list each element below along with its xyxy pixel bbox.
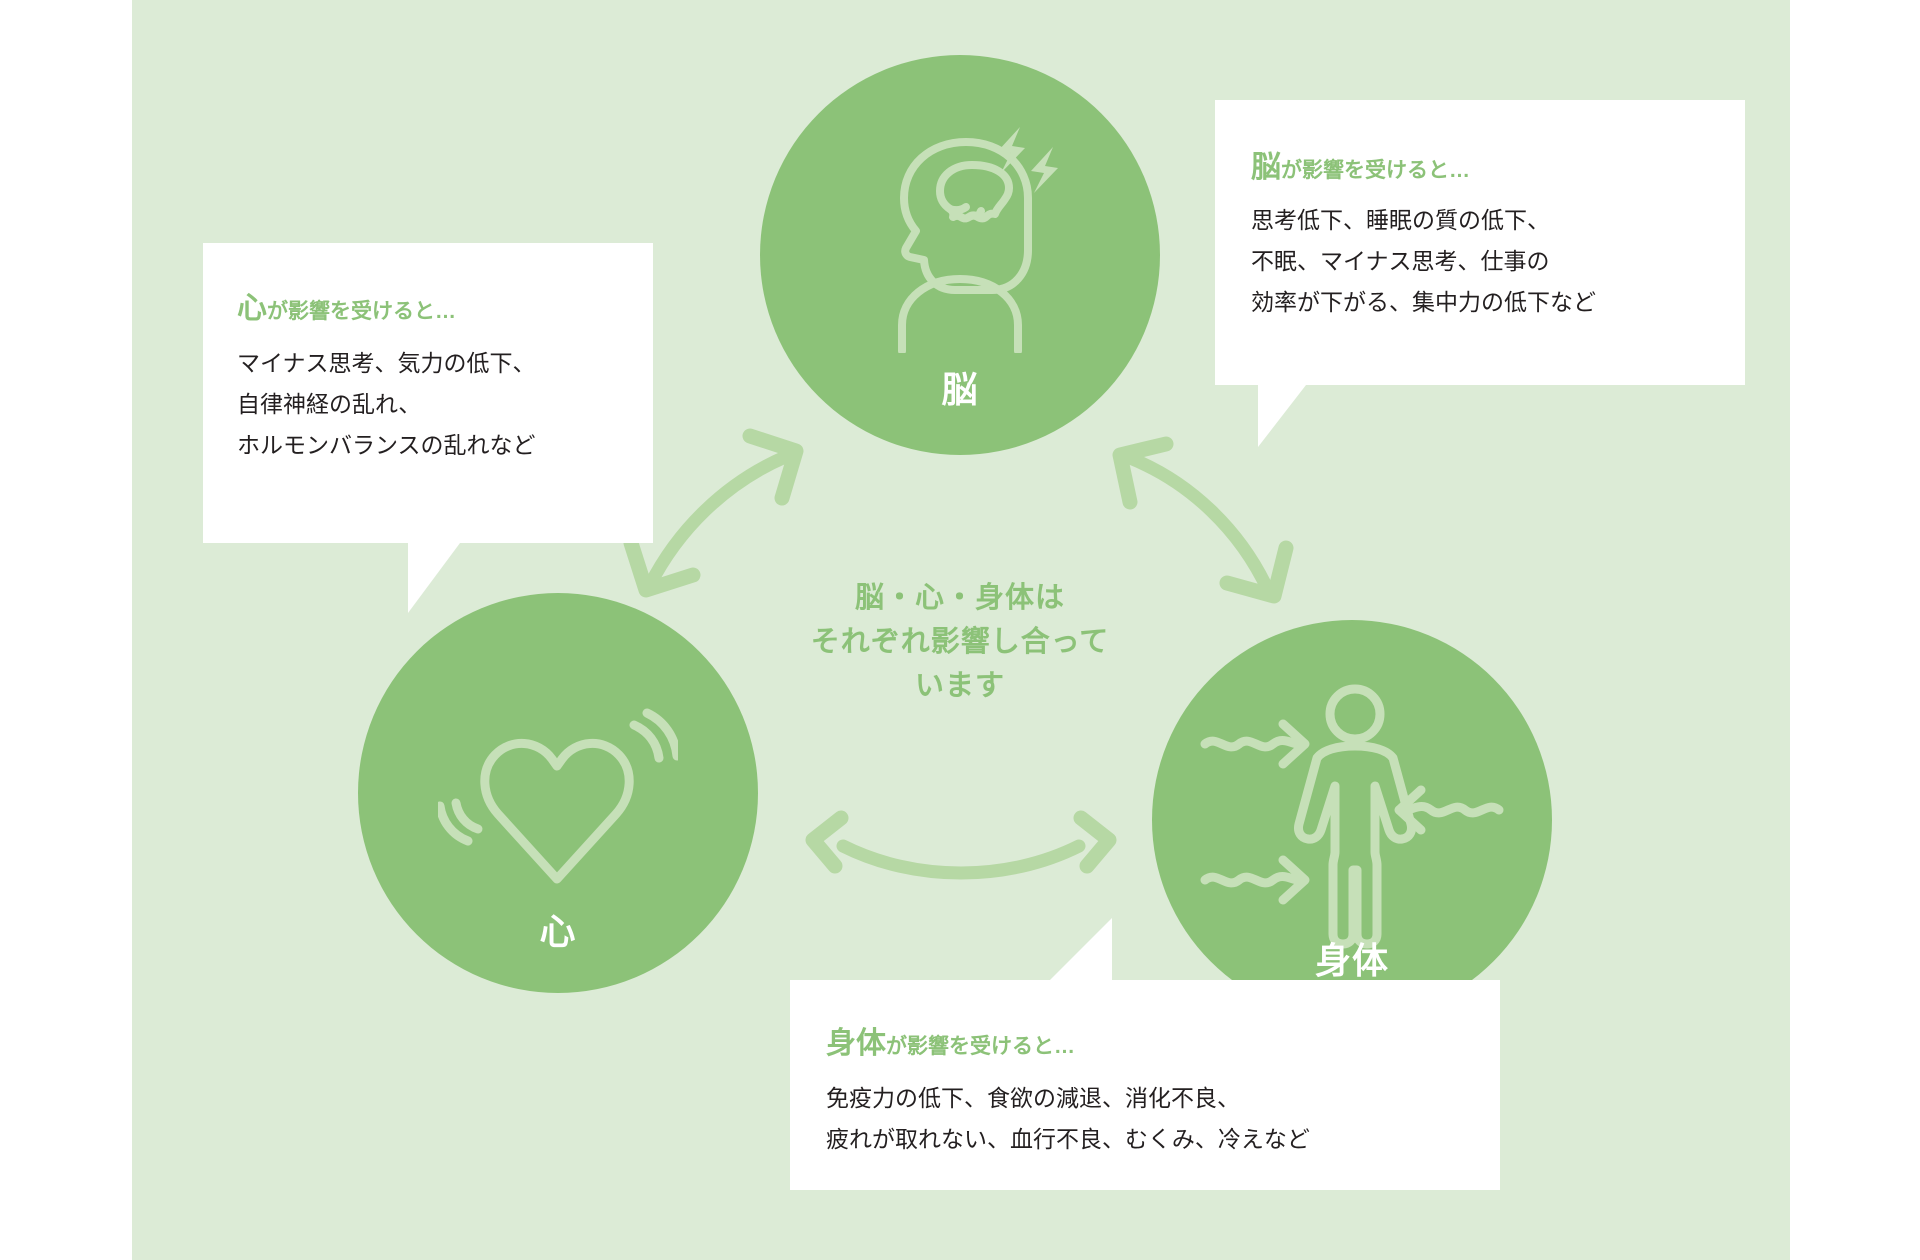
callout-body-title: 身体が影響を受けると… — [826, 1018, 1500, 1062]
node-brain-label: 脳 — [941, 369, 979, 410]
callout-brain-title: 脳が影響を受けると… — [1251, 142, 1745, 186]
callout-body-tail — [1050, 918, 1112, 980]
node-body-label: 身体 — [1314, 940, 1389, 981]
callout-body: 身体が影響を受けると… 免疫力の低下、食欲の減退、消化不良、 疲れが取れない、血… — [790, 980, 1500, 1190]
callout-heart-title-key: 心 — [237, 292, 267, 325]
callout-line: 不眠、マイナス思考、仕事の — [1251, 247, 1550, 274]
center-caption-line: います — [914, 670, 1005, 703]
callout-line: マイナス思考、気力の低下、 — [237, 350, 536, 376]
heart-pulse-icon — [435, 701, 682, 906]
node-body[interactable]: 身体 — [1152, 620, 1552, 1020]
callout-line: ホルモンバランスの乱れなど — [237, 431, 536, 458]
center-caption-line: 脳・心・身体は — [854, 582, 1065, 614]
callout-heart-title: 心が影響を受けると… — [237, 283, 653, 327]
callout-heart: 心が影響を受けると… マイナス思考、気力の低下、 自律神経の乱れ、 ホルモンバラ… — [203, 243, 653, 543]
callout-line: 免疫力の低下、食欲の減退、消化不良、 — [826, 1085, 1240, 1111]
callout-body-title-rest: が影響を受けると… — [886, 1035, 1075, 1058]
human-body-icon — [1187, 682, 1517, 957]
callout-line: 効率が下がる、集中力の低下など — [1251, 288, 1596, 315]
head-with-brain-icon — [860, 103, 1060, 358]
callout-line: 思考低下、睡眠の質の低下、 — [1251, 207, 1550, 233]
callout-brain: 脳が影響を受けると… 思考低下、睡眠の質の低下、 不眠、マイナス思考、仕事の 効… — [1215, 100, 1745, 385]
callout-heart-body: マイナス思考、気力の低下、 自律神経の乱れ、 ホルモンバランスの乱れなど — [237, 343, 653, 466]
node-heart[interactable]: 心 — [358, 593, 758, 993]
callout-brain-title-rest: が影響を受けると… — [1281, 159, 1470, 182]
callout-body-body: 免疫力の低下、食欲の減退、消化不良、 疲れが取れない、血行不良、むくみ、冷えなど — [826, 1078, 1500, 1160]
callout-line: 疲れが取れない、血行不良、むくみ、冷えなど — [826, 1125, 1310, 1152]
node-heart-label: 心 — [539, 911, 577, 952]
callout-line: 自律神経の乱れ、 — [237, 390, 422, 417]
callout-brain-body: 思考低下、睡眠の質の低下、 不眠、マイナス思考、仕事の 効率が下がる、集中力の低… — [1251, 200, 1745, 323]
callout-brain-tail — [1258, 385, 1306, 447]
node-brain[interactable]: 脳 — [760, 55, 1160, 455]
connector-brain-body — [1112, 436, 1294, 604]
callout-heart-title-rest: が影響を受けると… — [267, 300, 456, 323]
callout-body-title-key: 身体 — [826, 1027, 886, 1060]
connector-heart-body — [805, 810, 1117, 880]
connector-heart-brain — [623, 428, 804, 598]
center-caption: 脳・心・身体は それぞれ影響し合って います — [760, 576, 1160, 708]
center-caption-line: それぞれ影響し合って — [810, 626, 1110, 659]
callout-heart-tail — [408, 543, 460, 613]
callout-brain-title-key: 脳 — [1251, 151, 1281, 184]
